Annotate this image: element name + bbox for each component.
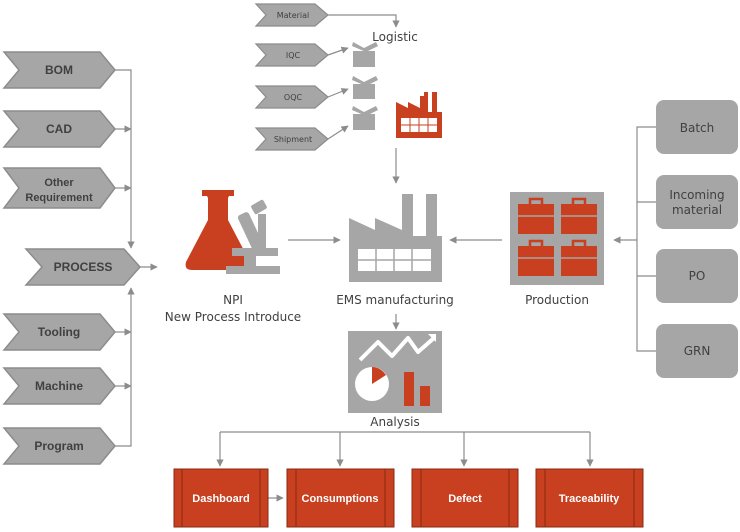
logistic-group: Material IQC OQC Shipment Logistic [254, 3, 442, 151]
oqc-label: OQC [284, 93, 303, 102]
process-label: PROCESS [54, 260, 113, 274]
left-inputs: BOM CAD Other Requirement PROCESS Toolin… [2, 51, 142, 465]
traceability-node[interactable]: Traceability [535, 468, 644, 528]
machine-node[interactable]: Machine [2, 367, 116, 405]
box-icon [352, 106, 378, 130]
dashboard-node[interactable]: Dashboard [173, 468, 269, 528]
bom-node[interactable]: BOM [2, 51, 116, 89]
batch-node[interactable]: Batch [656, 100, 738, 154]
logistic-factory-icon [396, 92, 442, 138]
other-requirement-node[interactable]: Other Requirement [2, 167, 116, 209]
shipment-node[interactable]: Shipment [254, 127, 329, 151]
program-label: Program [34, 439, 83, 453]
dashboard-label: Dashboard [192, 493, 249, 505]
consumptions-node[interactable]: Consumptions [286, 468, 395, 528]
oqc-node[interactable]: OQC [254, 85, 329, 109]
incoming-label-2: material [672, 203, 722, 217]
npi-icon [185, 190, 280, 274]
iqc-label: IQC [286, 51, 301, 60]
defect-label: Defect [448, 493, 482, 505]
other-req-label-2: Requirement [25, 192, 93, 204]
outputs: Dashboard Consumptions Defect Traceabili… [173, 468, 644, 528]
analysis-icon [348, 331, 442, 413]
iqc-node[interactable]: IQC [254, 43, 329, 67]
logistic-connectors [327, 14, 400, 184]
right-connectors [613, 126, 656, 352]
consumptions-label: Consumptions [302, 493, 379, 505]
tooling-node[interactable]: Tooling [2, 313, 116, 351]
grn-node[interactable]: GRN [656, 324, 738, 378]
incoming-label-1: Incoming [669, 188, 724, 202]
right-inputs: Batch Incoming material PO GRN [656, 100, 738, 378]
output-connectors [216, 431, 594, 502]
traceability-label: Traceability [559, 493, 620, 505]
left-connectors [115, 69, 158, 447]
material-node[interactable]: Material [254, 3, 329, 27]
analysis-label: Analysis [370, 415, 419, 429]
logistic-title: Logistic [372, 30, 418, 44]
box-icon [352, 76, 378, 99]
npi-label-2: New Process Introduce [165, 310, 301, 324]
npi-label-1: NPI [223, 293, 243, 307]
machine-label: Machine [35, 379, 83, 393]
grn-label: GRN [684, 344, 711, 358]
po-node[interactable]: PO [656, 249, 738, 303]
cad-label: CAD [46, 122, 72, 136]
main-connectors [288, 236, 502, 330]
batch-label: Batch [680, 121, 715, 135]
tooling-label: Tooling [38, 325, 80, 339]
other-req-label-1: Other [44, 177, 74, 189]
defect-node[interactable]: Defect [411, 468, 519, 528]
program-node[interactable]: Program [2, 427, 116, 465]
material-label: Material [277, 11, 310, 20]
cad-node[interactable]: CAD [2, 110, 116, 148]
bom-label: BOM [45, 63, 73, 77]
production-label: Production [525, 293, 589, 307]
po-label: PO [689, 269, 706, 283]
ems-factory-icon [349, 194, 442, 282]
production-icon [510, 192, 604, 285]
ems-label: EMS manufacturing [336, 293, 454, 307]
shipment-label: Shipment [274, 135, 312, 144]
incoming-material-node[interactable]: Incoming material [656, 175, 738, 229]
process-node[interactable]: PROCESS [24, 248, 142, 286]
box-icon [352, 42, 378, 67]
